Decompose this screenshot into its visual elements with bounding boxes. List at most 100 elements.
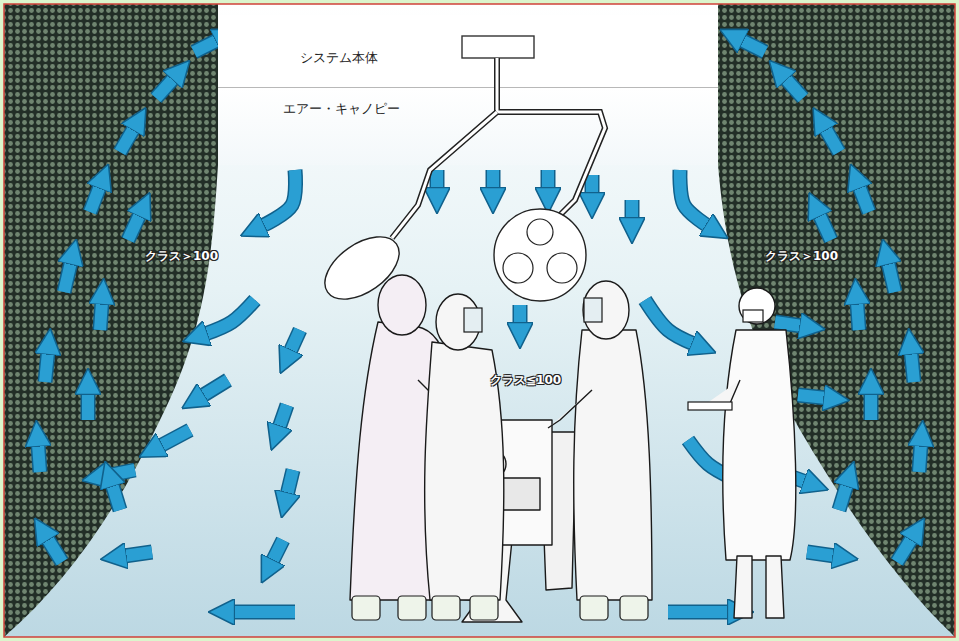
airflow-arrow xyxy=(825,128,839,152)
system-unit-box: システム本体 xyxy=(218,15,718,88)
airflow-arrow-outline xyxy=(64,262,71,292)
lamp-arm xyxy=(497,58,605,215)
airflow-arrow-outline xyxy=(688,440,732,478)
airflow-arrow xyxy=(487,170,499,190)
airflow-arrow xyxy=(156,78,174,98)
airflow-arrow-outline xyxy=(160,430,190,446)
airflow-arrow xyxy=(431,170,443,190)
airflow-arrow xyxy=(105,470,135,476)
ceiling-mount xyxy=(462,36,534,58)
airflow-arrow xyxy=(38,444,40,472)
airflow-arrow-outline xyxy=(81,392,96,420)
cleanliness-class-label: クラス＞100 xyxy=(765,248,838,265)
box-label: システム本体 xyxy=(300,49,718,67)
airflow-arrow-outline xyxy=(38,444,40,472)
airflow-arrow xyxy=(90,186,100,212)
instrument-tray xyxy=(688,402,732,410)
surgeon-boot xyxy=(470,596,498,620)
picture-frame xyxy=(4,4,955,637)
airflow-arrow-outline xyxy=(105,470,135,476)
airflow-arrow-outline xyxy=(680,170,708,226)
airflow-arrow-outline xyxy=(785,78,803,98)
lamp-arm xyxy=(497,58,605,215)
lamp-light xyxy=(547,253,577,283)
airflow-arrow-outline xyxy=(645,300,694,344)
headrest xyxy=(455,478,540,510)
nurse-gown xyxy=(723,330,796,560)
nurse-boot xyxy=(766,556,784,618)
airflow-arrow-outline xyxy=(807,552,835,556)
surgical-lamp xyxy=(314,224,410,311)
airflow-arrow xyxy=(919,444,921,472)
airflow-arrow xyxy=(45,352,48,382)
airflow-arrow-outline xyxy=(90,186,100,212)
airflow-arrow-outline xyxy=(897,538,912,562)
nurse-boot xyxy=(734,556,752,618)
airflow-arrow xyxy=(232,606,295,618)
airflow-arrow xyxy=(807,552,835,556)
airflow-arrow-outline xyxy=(47,538,62,562)
airflow-arrow-outline xyxy=(513,305,528,325)
airflow-arrow xyxy=(514,305,526,325)
lamp-light xyxy=(527,219,553,245)
airflow-arrow-outline xyxy=(668,605,730,620)
airflow-arrow xyxy=(865,392,877,420)
airflow-arrow xyxy=(542,170,554,190)
airflow-arrow xyxy=(64,262,71,292)
operating-table xyxy=(442,420,552,545)
airflow-arrow xyxy=(897,538,912,562)
airflow-arrow-outline xyxy=(825,128,839,152)
airflow-arrow-outline xyxy=(625,200,640,220)
surgeon-arm xyxy=(418,380,472,428)
clean-zone xyxy=(4,4,955,637)
airflow-arrow xyxy=(290,330,300,352)
airflow-arrow xyxy=(688,440,732,478)
airflow-arrow-outline xyxy=(156,78,174,98)
airflow-arrow-outline xyxy=(819,214,831,240)
airflow-arrow-outline xyxy=(600,480,604,508)
drape xyxy=(540,432,576,590)
lamp-arm xyxy=(392,112,497,238)
airflow-arrow-outline xyxy=(124,552,152,556)
box-label: エアー・キャノピー xyxy=(283,100,718,118)
airflow-arrow-outline xyxy=(839,484,847,510)
cleanliness-class-label: クラス＞100 xyxy=(145,248,218,265)
airflow-arrow-outline xyxy=(112,484,120,510)
airflow-arrow-outline xyxy=(919,444,921,472)
turbulent-zone xyxy=(718,4,955,637)
airflow-arrow xyxy=(205,300,255,334)
airflow-arrow xyxy=(120,128,134,152)
airflow-arrows xyxy=(38,40,921,612)
airflow-arrow-outline xyxy=(857,302,859,330)
airflow-arrow-outline xyxy=(232,605,295,620)
airflow-arrow-outline xyxy=(775,322,802,326)
surgeon-hood xyxy=(378,275,426,335)
airflow-arrow-outline xyxy=(541,170,556,190)
airflow-arrow xyxy=(911,352,914,382)
surgeon-boot xyxy=(398,596,426,620)
airflow-arrow xyxy=(124,552,152,556)
airflow-arrow-outline xyxy=(272,540,283,562)
airflow-arrow-outline xyxy=(120,128,134,152)
airflow-arrow-outline xyxy=(262,170,296,226)
airflow-arrow xyxy=(600,480,604,508)
surgeon-boot xyxy=(620,596,648,620)
airflow-arrow xyxy=(82,392,94,420)
airflow-arrow xyxy=(798,395,826,398)
airflow-arrow-outline xyxy=(888,262,895,292)
airflow-arrow-outline xyxy=(287,470,293,495)
nurse-arm xyxy=(700,380,740,408)
airflow-arrow xyxy=(262,170,296,226)
airflow-arrow-outline xyxy=(585,175,600,195)
airflow-arrow xyxy=(668,606,730,618)
airflow-arrow xyxy=(112,484,120,510)
air-canopy-box: エアー・キャノピー xyxy=(218,88,718,165)
face-shield xyxy=(464,308,482,332)
lamp-light xyxy=(503,253,533,283)
drape xyxy=(432,432,472,600)
airflow-arrow xyxy=(586,175,598,195)
